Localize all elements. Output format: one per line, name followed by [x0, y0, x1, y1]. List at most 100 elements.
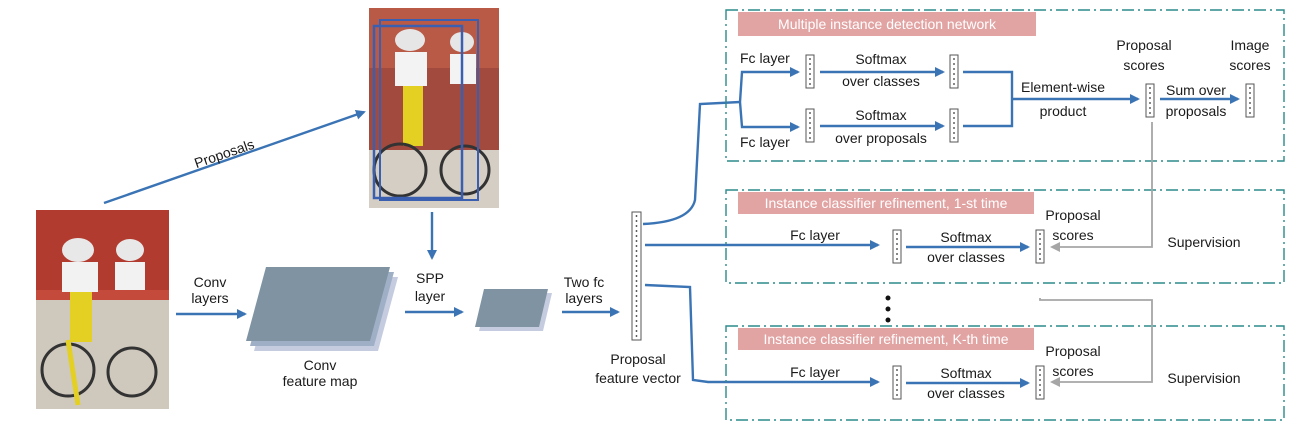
ellipsis-dot-1 — [885, 295, 891, 301]
icr1-tag — [738, 192, 1034, 214]
conv-map-label-2: feature map — [283, 373, 358, 389]
midn-image-scores-1: Image — [1231, 37, 1270, 53]
vector-dot — [1039, 238, 1041, 240]
vector-dot — [896, 258, 898, 260]
proposal-box-2 — [379, 19, 479, 201]
vector-dot — [809, 68, 811, 70]
two-fc-label-2: layers — [565, 290, 602, 306]
spp-label-1: SPP — [416, 270, 444, 286]
pfv-label-2: feature vector — [595, 370, 681, 386]
vector-dot — [635, 275, 638, 277]
midn-vec-fc-top — [805, 54, 815, 89]
midn-fc-top-label: Fc layer — [740, 50, 790, 66]
midn-merge-top — [963, 70, 1014, 102]
midn-vec-softmax-proposals — [949, 108, 959, 143]
vector-dot — [809, 58, 811, 60]
ellipsis-dot-2 — [885, 306, 891, 312]
vector-dot — [953, 137, 955, 139]
vector-dot — [1039, 394, 1041, 396]
to-midn-line — [642, 100, 741, 226]
vector-dot — [1039, 374, 1041, 376]
icrk-scores-1: Proposal — [1045, 343, 1100, 359]
midn-fc-bottom-arrow — [738, 101, 800, 132]
vector-dot — [635, 300, 638, 302]
vector-dot — [635, 255, 638, 257]
vector-dot — [896, 374, 898, 376]
vector-dot — [896, 248, 898, 250]
conv-feature-map — [246, 267, 398, 351]
icrk-supervision-label: Supervision — [1167, 370, 1240, 386]
vector-dot — [953, 58, 955, 60]
vector-dot — [635, 230, 638, 232]
vector-dot — [635, 330, 638, 332]
vector-dot — [1149, 87, 1151, 89]
proposal-box-1 — [372, 24, 464, 200]
vector-dot — [635, 240, 638, 242]
midn-vec-proposal-scores — [1145, 83, 1155, 118]
vector-dot — [1039, 379, 1041, 381]
spp-output — [475, 289, 552, 331]
midn-vec-fc-bottom — [805, 108, 815, 143]
vector-dot — [1249, 97, 1251, 99]
midn-tag — [738, 12, 1036, 36]
vector-dot — [896, 369, 898, 371]
vector-dot — [1249, 107, 1251, 109]
icr1-vec-fc — [892, 229, 902, 264]
vector-dot — [896, 389, 898, 391]
icrk-scores-2: scores — [1052, 363, 1093, 379]
icrk-supervision-arrow — [1039, 298, 1153, 387]
ellipsis-dot-3 — [885, 317, 891, 323]
vector-dot — [953, 132, 955, 134]
midn-proposal-scores-1: Proposal — [1116, 37, 1171, 53]
vector-dot — [953, 122, 955, 124]
vector-dot — [809, 127, 811, 129]
conv-layers-label-2: layers — [191, 290, 228, 306]
midn-elementwise-1: Element-wise — [1021, 79, 1105, 95]
vector-dot — [896, 238, 898, 240]
icrk-fc-label: Fc layer — [790, 364, 840, 380]
vector-dot — [896, 379, 898, 381]
vector-dot — [1149, 97, 1151, 99]
midn-box — [725, 9, 1285, 162]
vector-dot — [953, 68, 955, 70]
vector-dot — [635, 260, 638, 262]
vector-dot — [1249, 102, 1251, 104]
icr1-fc-label: Fc layer — [790, 227, 840, 243]
vector-dot — [1039, 253, 1041, 255]
pfv-label-1: Proposal — [610, 351, 665, 367]
vector-dot — [809, 63, 811, 65]
vector-dot — [953, 63, 955, 65]
icr1-supervision-label: Supervision — [1167, 234, 1240, 250]
vector-dot — [635, 280, 638, 282]
vector-dot — [896, 233, 898, 235]
icr1-supervision-arrow — [1050, 122, 1153, 252]
vector-dot — [809, 122, 811, 124]
vector-dot — [1149, 92, 1151, 94]
vector-dot — [635, 265, 638, 267]
vector-dot — [1039, 233, 1041, 235]
midn-sum-over-2: proposals — [1166, 103, 1227, 119]
vector-dot — [809, 117, 811, 119]
vector-dot — [635, 235, 638, 237]
midn-fc-top-arrow — [738, 67, 800, 103]
vector-dot — [953, 117, 955, 119]
vector-dot — [635, 290, 638, 292]
vector-dot — [635, 325, 638, 327]
icr1-scores-1: Proposal — [1045, 207, 1100, 223]
midn-vec-softmax-classes — [949, 54, 959, 89]
vector-dot — [1249, 112, 1251, 114]
vector-dot — [896, 384, 898, 386]
midn-softmax-classes-1: Softmax — [855, 51, 906, 67]
vector-dot — [1039, 248, 1041, 250]
vector-dot — [635, 250, 638, 252]
midn-elementwise-2: product — [1040, 103, 1087, 119]
vector-dot — [1039, 389, 1041, 391]
vector-dot — [809, 132, 811, 134]
vector-dot — [1039, 243, 1041, 245]
input-image — [36, 210, 169, 409]
midn-image-scores-2: scores — [1229, 57, 1270, 73]
vector-dot — [635, 245, 638, 247]
vector-dot — [635, 225, 638, 227]
vector-dot — [635, 305, 638, 307]
